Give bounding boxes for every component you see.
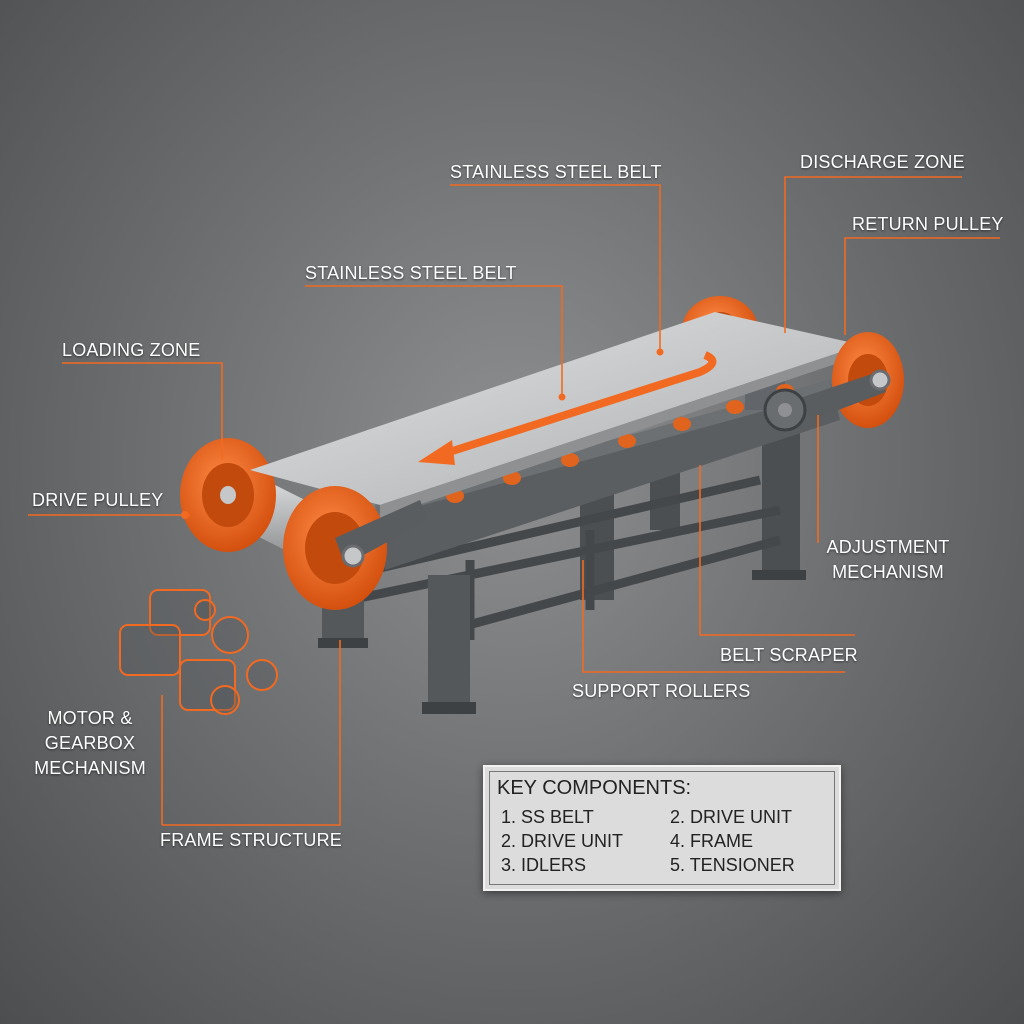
label-belt-scraper: BELT SCRAPER	[720, 645, 858, 665]
label-belt-mid: STAINLESS STEEL BELT	[305, 263, 517, 283]
label-discharge-zone: DISCHARGE ZONE	[800, 152, 965, 172]
label-loading-zone: LOADING ZONE	[62, 340, 201, 360]
belt-mid-marker	[558, 393, 566, 401]
return-pulley-front	[800, 332, 904, 428]
adjustment-gear	[763, 388, 807, 432]
label-adjustment-mechanism: ADJUSTMENT MECHANISM	[826, 537, 950, 582]
travel-direction-arrow	[418, 351, 717, 465]
key-item: 5. TENSIONER	[670, 855, 795, 875]
key-item: 2. DRIVE UNIT	[670, 807, 793, 827]
drive-pulley-front	[283, 486, 428, 610]
key-item: 4. FRAME	[670, 831, 754, 851]
callout-lines	[28, 176, 1000, 826]
label-motor-gearbox: MOTOR & GEARBOX MECHANISM	[34, 708, 146, 778]
key-item: 2. DRIVE UNIT	[501, 831, 624, 851]
belt-marker	[656, 348, 664, 356]
frame-legs-front	[318, 570, 806, 714]
label-support-rollers: SUPPORT ROLLERS	[572, 681, 751, 701]
motor-gearbox-sketch	[119, 589, 278, 715]
key-item: 3. IDLERS	[501, 855, 587, 875]
drive-pulley-marker	[181, 511, 189, 519]
key-box-border	[489, 771, 835, 885]
key-components-box: KEY COMPONENTS: 1. SS BELT 2. DRIVE UNIT…	[483, 765, 841, 891]
label-frame-structure: FRAME STRUCTURE	[160, 830, 342, 850]
key-item: 1. SS BELT	[501, 807, 594, 827]
label-belt-top: STAINLESS STEEL BELT	[450, 162, 662, 182]
label-drive-pulley: DRIVE PULLEY	[32, 490, 164, 510]
key-title: KEY COMPONENTS:	[497, 777, 692, 799]
label-return-pulley: RETURN PULLEY	[852, 214, 1004, 234]
